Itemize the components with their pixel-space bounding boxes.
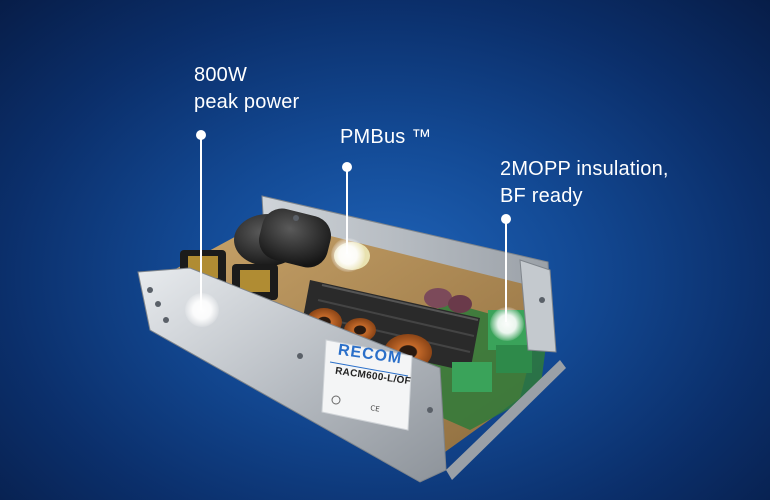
svg-text:CE: CE <box>370 404 381 413</box>
callout-dot-pmbus <box>342 162 352 172</box>
callout-label-line: BF ready <box>500 185 583 207</box>
callout-label-pmbus: PMBus ™ <box>340 124 431 151</box>
callout-dot-power <box>196 130 206 140</box>
callout-label-line: 2MOPP insulation, <box>500 158 669 180</box>
callout-label-line: PMBus ™ <box>340 126 432 148</box>
hotspot-pmbus <box>331 238 365 272</box>
connector-block-3 <box>496 345 532 373</box>
hotspot-insulation <box>490 307 524 341</box>
capacitor-small-1 <box>424 288 452 308</box>
connector-block-2 <box>452 362 492 392</box>
callout-label-line: peak power <box>194 91 300 113</box>
product-label-sticker <box>321 339 413 431</box>
callout-line-pmbus <box>346 166 348 254</box>
callout-dot-insulation <box>501 214 511 224</box>
heat-sink <box>300 280 480 372</box>
callout-line-insulation <box>505 218 507 322</box>
chassis-end-wall <box>519 259 557 353</box>
chassis-flange <box>446 360 566 480</box>
hotspot-power <box>185 293 219 327</box>
callout-label-line: 800W <box>194 64 248 86</box>
callout-label-insulation: 2MOPP insulation, BF ready <box>500 156 669 210</box>
callout-line-power <box>200 134 202 310</box>
capacitor-large-2 <box>258 208 332 268</box>
callout-label-power: 800W peak power <box>194 62 299 116</box>
capacitor-small-2 <box>448 295 472 313</box>
